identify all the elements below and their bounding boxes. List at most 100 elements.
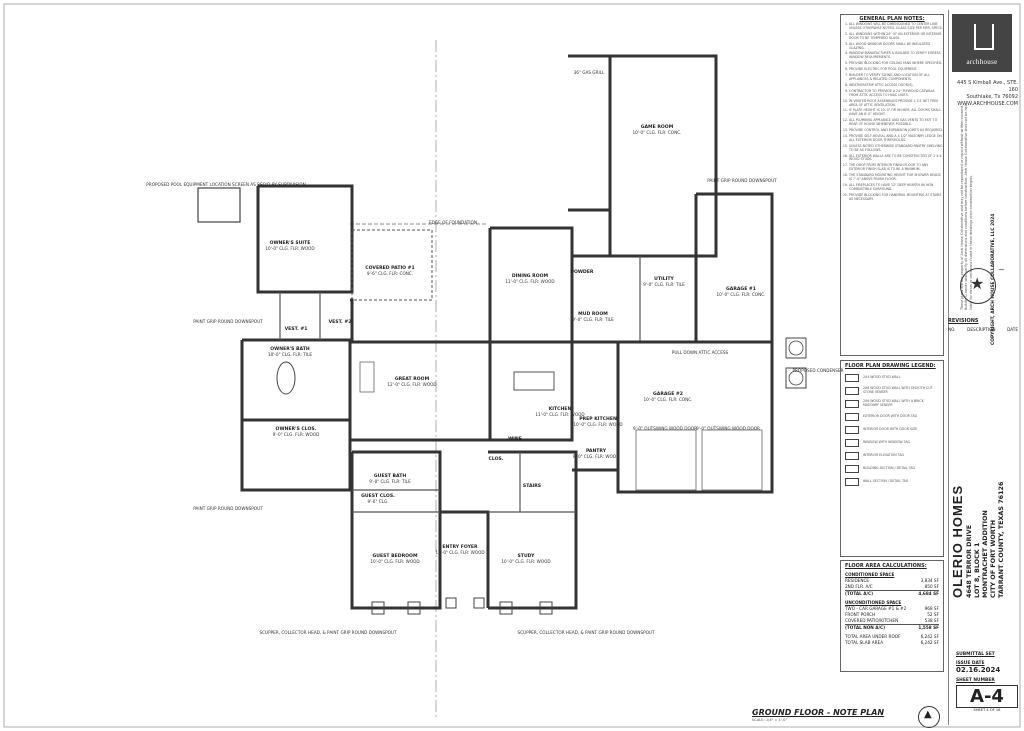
plan-annotation: 36" GAS GRILL <box>574 70 605 75</box>
north-arrow-icon <box>918 706 940 728</box>
garage-door-2 <box>701 429 763 491</box>
plan-annotation: PAINT GRIP ROUND DOWNSPOUT <box>193 319 263 324</box>
areas-title: FLOOR AREA CALCULATIONS: <box>845 563 927 569</box>
legend-list: 2X4 WOOD STUD WALL 2X6 WOOD STUD WALL WIT… <box>841 374 943 486</box>
room-note: 12'-0" CLG. FLR: WOOD <box>387 382 436 387</box>
room-name: MUD ROOM <box>578 311 608 317</box>
annotation-labels: PROPOSED POOL EQUIPMENT LOCATION SCREEN … <box>146 70 843 635</box>
note-item: PROVIDE BLOCKING FOR CEILING FANS WHERE … <box>849 61 943 66</box>
owners-wing-walls <box>240 184 354 492</box>
plan-annotation: 9'-0" OUTSWING WOOD DOOR <box>633 426 697 431</box>
guest-suite-walls <box>350 450 442 610</box>
room-name: GAME ROOM <box>641 124 674 130</box>
title-block <box>948 10 1019 725</box>
sheet-border <box>3 3 1021 728</box>
room-note: 10'-0" CLG. FLR: WOOD <box>265 246 314 251</box>
note-item: IN VENTED ROOF ASSEMBLIES PROVIDE 1 S.F.… <box>849 99 943 108</box>
plan-annotation: 9'-0" OUTSWING WOOD DOOR <box>696 426 760 431</box>
room-note: 10'-0" CLG. FLR: CONC. <box>633 130 682 135</box>
note-item: THE STANDARD MOUNTING HEIGHT FOR SHOWER … <box>849 173 943 182</box>
condenser-1 <box>785 337 807 359</box>
plan-scale: SCALE: 1/4" = 1'-0" <box>752 718 788 722</box>
note-item: PROVIDE ELECTRIC FOR POOL EQUIPMENT. <box>849 67 943 72</box>
room-note: 10'-0" CLG. FLR: CONC. <box>644 397 693 402</box>
mud-utility-walls <box>572 254 698 344</box>
conditioned-heading: CONDITIONED SPACE <box>845 572 895 577</box>
note-item: UNLESS NOTED OTHERWISE STANDARD PANTRY S… <box>849 144 943 153</box>
room-name: VEST. #2 <box>329 319 352 325</box>
sheet-of: SHEET 4 OF 16 <box>973 708 1001 712</box>
note-item: PROVIDE CONTROL AND EXPANSION JOINTS AS … <box>849 128 943 133</box>
drawing-legend: FLOOR PLAN DRAWING LEGEND: 2X4 WOOD STUD… <box>840 360 944 557</box>
firm-address: 445 S Kimball Ave., STE. 160 Southlake, … <box>957 80 1018 107</box>
room-name: GARAGE #1 <box>726 286 756 292</box>
archhouse-logo: archhouse <box>952 14 1012 72</box>
plan-annotation: SCUPPER, COLLECTOR HEAD, & PAINT GRIP RO… <box>259 630 397 635</box>
room-note: 11'-0" CLG. FLR: WOOD <box>505 279 554 284</box>
issue-date-label: ISSUE DATE <box>956 661 985 666</box>
signature: ~ <box>998 265 1005 274</box>
legend-item: WALL SECTION / DETAIL TAG <box>845 478 939 486</box>
legend-item: 2X6 WOOD STUD WALL WITH SMOOTH CUT STONE… <box>845 387 939 395</box>
room-note: 9'-0" CLG. <box>367 499 388 504</box>
garage-door-1 <box>635 429 697 491</box>
plan-annotation: EDGE OF FOUNDATION <box>429 220 477 225</box>
room-note: 10'-0" CLG. FLR: WOOD <box>370 559 419 564</box>
plan-annotation: SCUPPER, COLLECTOR HEAD, & PAINT GRIP RO… <box>517 630 655 635</box>
general-plan-notes: GENERAL PLAN NOTES: ALL WINDOWS WILL BE … <box>840 14 944 356</box>
note-item: PROVIDE SELF-REVEAL AND A 4 1/2" MASONRY… <box>849 134 943 143</box>
legend-swatch <box>845 426 859 434</box>
general-notes-title: GENERAL PLAN NOTES: <box>859 16 925 22</box>
room-name: VEST. #1 <box>285 326 308 332</box>
plan-annotation: PROPOSED CONDENSER <box>793 368 844 373</box>
room-name: OWNER'S BATH <box>270 346 310 352</box>
room-name: GREAT ROOM <box>395 376 430 382</box>
legend-item: EXTERIOR DOOR WITH DOOR TAG <box>845 413 939 421</box>
legend-swatch <box>845 465 859 473</box>
room-name: GUEST BATH <box>374 473 407 479</box>
note-item: ALL FIREPLACES TO HAVE 12" DEEP HEARTH W… <box>849 183 943 192</box>
legend-swatch <box>845 452 859 460</box>
room-note: 10'-0" CLG. FLR: CONC. <box>717 292 766 297</box>
room-name: PANTRY <box>586 448 607 454</box>
note-item: IF PLATE HEIGHT IS 10'-0" OR HIGHER, ALL… <box>849 109 943 117</box>
note-item: THE DROP FROM INTERIOR FINISH FLOOR TO A… <box>849 163 943 172</box>
room-name: STUDY <box>518 553 536 559</box>
plan-annotation: PULL DOWN ATTIC ACCESS <box>672 350 729 355</box>
room-name: GUEST CLOS. <box>361 493 395 499</box>
notes-list: ALL WINDOWS WILL BE DIMENSIONED TO CENTE… <box>841 22 943 202</box>
condenser-2 <box>785 367 807 389</box>
plan-annotation: PROPOSED POOL EQUIPMENT LOCATION SCREEN … <box>146 182 305 187</box>
garage-1-walls <box>694 192 774 344</box>
plan-title: GROUND FLOOR - NOTE PLAN <box>752 708 885 717</box>
garage-2-walls <box>616 340 774 494</box>
porch-columns <box>371 597 553 615</box>
room-note: 9'-0" CLG. FLR: TILE <box>572 317 614 322</box>
legend-swatch <box>845 439 859 447</box>
kitchen-walls <box>490 340 574 442</box>
submittal-label: SUBMITTAL SET <box>956 652 995 657</box>
room-note: 9'-0" CLG. FLR: TILE <box>643 282 685 287</box>
kitchen-island <box>513 371 555 391</box>
architect-seal-icon <box>960 268 996 304</box>
room-note: 9'-0" CLG. FLR: WOOD <box>573 454 620 459</box>
note-item: CONTRACTOR TO PROVIDE A 24" PLYWOOD CATW… <box>849 89 943 98</box>
legend-item: 2X4 WOOD STUD WALL <box>845 374 939 382</box>
note-item: WINDOW MANUFACTURER & BUILDER TO VERIFY … <box>849 52 943 60</box>
room-name: GARAGE #2 <box>653 391 683 397</box>
note-item: ALL WINDOWS WILL BE DIMENSIONED TO CENTE… <box>849 22 943 31</box>
legend-swatch <box>845 387 859 395</box>
note-item: ALL WOOD WINDOW DOORS SHALL BE INSULATED… <box>849 42 943 51</box>
room-name: COVERED PATIO #1 <box>365 265 414 271</box>
note-item: BUILDER TO VERIFY SIZING AND LOCATION OF… <box>849 73 943 82</box>
unconditioned-heading: UNCONDITIONED SPACE <box>845 600 902 605</box>
